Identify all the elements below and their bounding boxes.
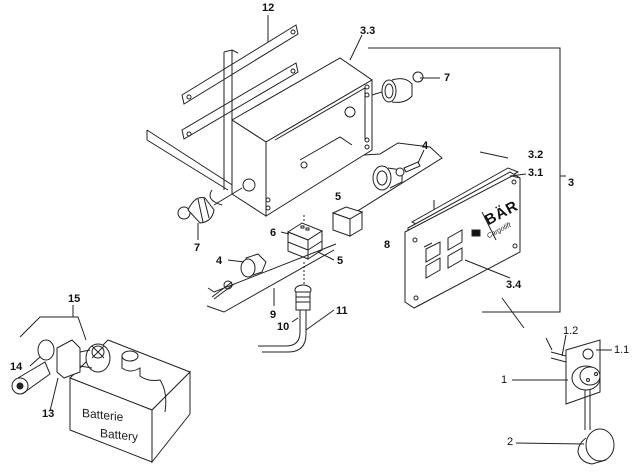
relay-top bbox=[333, 207, 362, 236]
remote-switch-assembly bbox=[546, 338, 614, 464]
leader-6 bbox=[281, 232, 289, 234]
group-line-15 bbox=[20, 317, 86, 340]
label-3-3: 3.3 bbox=[360, 25, 376, 37]
label-1-2: 1.2 bbox=[563, 325, 579, 337]
control-box-housing bbox=[232, 58, 372, 216]
bellows-knob-top bbox=[372, 72, 423, 102]
leader-3-4c bbox=[502, 298, 524, 328]
battery-label-en: Battery bbox=[100, 426, 139, 444]
leader-3-3 bbox=[350, 35, 362, 60]
label-7-top: 7 bbox=[444, 72, 451, 84]
leader-11 bbox=[306, 310, 334, 330]
label-4-top: 4 bbox=[422, 140, 429, 152]
label-13: 13 bbox=[42, 408, 55, 420]
control-panel bbox=[405, 168, 520, 308]
label-4-left: 4 bbox=[216, 255, 223, 267]
label-1-1: 1.1 bbox=[614, 344, 630, 356]
leader-3-4a bbox=[482, 212, 496, 240]
label-10: 10 bbox=[277, 321, 290, 333]
leader-5-bottom bbox=[318, 252, 334, 260]
label-5-bottom: 5 bbox=[337, 255, 344, 267]
label-14: 14 bbox=[10, 361, 23, 373]
group-line-9 bbox=[208, 244, 336, 292]
label-8: 8 bbox=[384, 239, 391, 251]
label-6: 6 bbox=[270, 227, 277, 239]
label-3: 3 bbox=[568, 177, 575, 189]
leader-13 bbox=[50, 378, 58, 411]
label-2: 2 bbox=[507, 436, 514, 448]
leader-10 bbox=[292, 318, 298, 322]
label-12: 12 bbox=[262, 2, 275, 14]
leader-1-2 bbox=[562, 335, 566, 356]
leader-3-2 bbox=[480, 152, 508, 158]
cable-gland bbox=[258, 285, 311, 352]
connector-right bbox=[373, 162, 420, 190]
label-5-top: 5 bbox=[335, 191, 342, 203]
label-3-4: 3.4 bbox=[506, 279, 522, 291]
label-9: 9 bbox=[270, 309, 277, 321]
leader-2 bbox=[516, 443, 584, 444]
connector-left bbox=[212, 254, 266, 299]
battery-assembly bbox=[12, 340, 190, 462]
leader-3-1 bbox=[510, 174, 526, 176]
label-7-left: 7 bbox=[194, 242, 201, 254]
label-1: 1 bbox=[501, 374, 508, 386]
leader-3-4b bbox=[465, 260, 510, 278]
relay-block bbox=[288, 215, 322, 285]
bracket-item-3 bbox=[368, 48, 560, 312]
label-3-1: 3.1 bbox=[528, 167, 544, 179]
label-15: 15 bbox=[68, 293, 81, 305]
leader-4-left bbox=[228, 260, 244, 262]
label-11: 11 bbox=[336, 305, 348, 317]
label-3-2: 3.2 bbox=[528, 149, 544, 161]
bellows-knob-left bbox=[178, 188, 242, 223]
group-line-8 bbox=[340, 143, 442, 222]
leader-4-top bbox=[418, 150, 424, 163]
leader-14 bbox=[30, 357, 40, 366]
